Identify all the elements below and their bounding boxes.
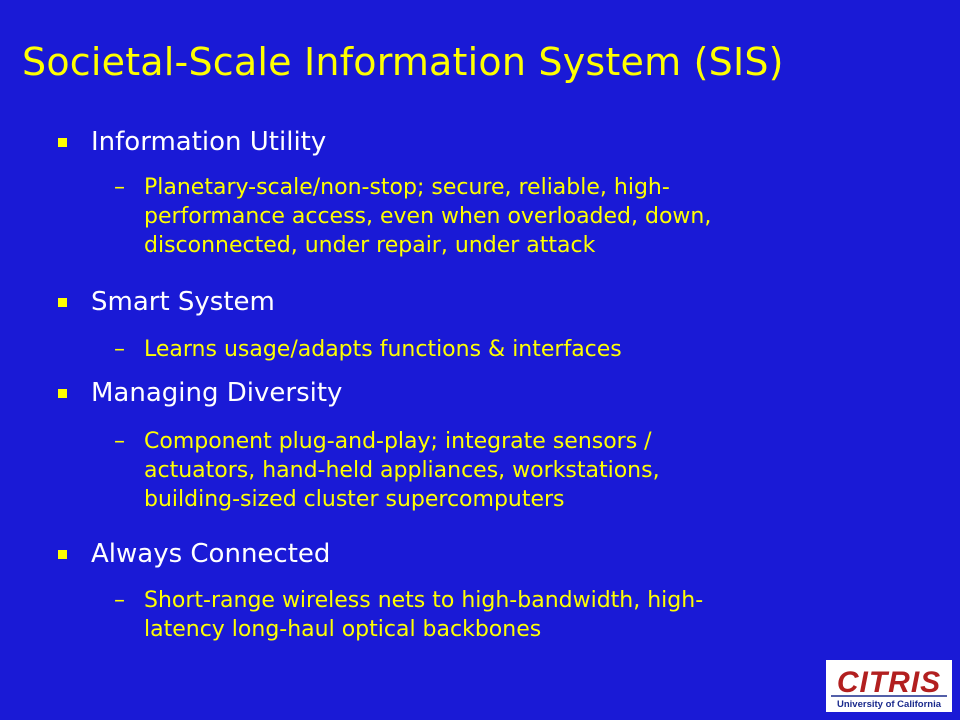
bullet-item: Information Utility bbox=[58, 127, 326, 157]
bullet-label: Managing Diversity bbox=[91, 378, 343, 408]
square-bullet-icon bbox=[58, 388, 67, 398]
logo-tagline: University of California bbox=[837, 699, 942, 710]
citris-logo-graphic: CITRIS University of California bbox=[831, 666, 947, 710]
bullet-item: Smart System bbox=[58, 287, 275, 317]
square-bullet-icon bbox=[58, 137, 67, 147]
sub-bullet-line: building-sized cluster supercomputers bbox=[144, 487, 565, 512]
logo-name: CITRIS bbox=[837, 666, 941, 699]
sub-bullet-line: performance access, even when overloaded… bbox=[144, 204, 712, 229]
sub-bullet-line: Short-range wireless nets to high-bandwi… bbox=[144, 588, 704, 613]
square-bullet-icon bbox=[58, 297, 67, 307]
sub-bullet: – Component plug-and-play; integrate sen… bbox=[114, 427, 660, 514]
sub-bullet-line: latency long-haul optical backbones bbox=[144, 617, 542, 642]
bullet-label: Information Utility bbox=[91, 127, 327, 157]
dash-marker: – bbox=[114, 337, 125, 362]
slide-title: Societal-Scale Information System (SIS) bbox=[22, 40, 784, 84]
sub-bullet-line: Learns usage/adapts functions & interfac… bbox=[144, 337, 622, 362]
bullet-item: Managing Diversity bbox=[58, 378, 342, 408]
bullet-item: Always Connected bbox=[58, 539, 330, 569]
dash-marker: – bbox=[114, 429, 125, 454]
bullet-label: Always Connected bbox=[91, 539, 331, 569]
bullet-label: Smart System bbox=[91, 287, 275, 317]
dash-marker: – bbox=[114, 588, 125, 613]
sub-bullet-line: actuators, hand-held appliances, worksta… bbox=[144, 458, 660, 483]
sub-bullet-line: Planetary-scale/non-stop; secure, reliab… bbox=[144, 175, 670, 200]
sub-bullet: – Learns usage/adapts functions & interf… bbox=[114, 335, 622, 364]
citris-logo: CITRIS University of California bbox=[826, 660, 952, 712]
sub-bullet-line: disconnected, under repair, under attack bbox=[144, 233, 596, 258]
sub-bullet: – Short-range wireless nets to high-band… bbox=[114, 586, 703, 644]
sub-bullet: – Planetary-scale/non-stop; secure, reli… bbox=[114, 173, 711, 260]
dash-marker: – bbox=[114, 175, 125, 200]
sub-bullet-line: Component plug-and-play; integrate senso… bbox=[144, 429, 652, 454]
square-bullet-icon bbox=[58, 549, 67, 559]
